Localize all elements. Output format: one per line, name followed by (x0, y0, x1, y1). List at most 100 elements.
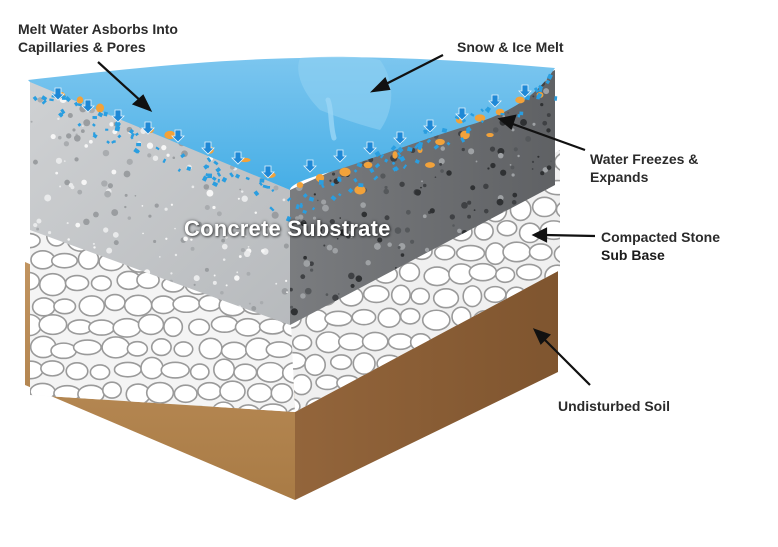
stone (150, 295, 176, 315)
aggregate-speck (360, 202, 366, 208)
aggregate-speck (303, 255, 307, 260)
aggregate-speck (400, 253, 405, 257)
water-drop (353, 169, 358, 173)
aggregate-speck (434, 176, 437, 179)
aggregate-speck (66, 133, 72, 139)
aggregate-speck (483, 208, 489, 214)
water-drop (441, 127, 448, 134)
aggregate-speck (123, 170, 131, 178)
water-drop (426, 138, 432, 144)
water-drop (484, 108, 490, 114)
freeze-spot (474, 114, 486, 122)
water-drop (461, 118, 467, 123)
aggregate-speck (36, 218, 42, 224)
aggregate-speck (510, 165, 515, 170)
aggregate-speck (509, 164, 512, 166)
water-drop (407, 146, 413, 152)
water-drop (41, 99, 47, 105)
arrow-head-undisturbed-soil (532, 328, 552, 345)
aggregate-speck (67, 238, 70, 241)
aggregate-speck (487, 167, 490, 170)
aggregate-speck (323, 244, 326, 247)
aggregate-speck (543, 88, 550, 95)
stone (31, 297, 56, 317)
aggregate-speck (152, 155, 159, 161)
aggregate-speck (517, 154, 520, 158)
water-drop (212, 181, 219, 188)
aggregate-speck (193, 275, 200, 282)
stone (233, 363, 258, 382)
freeze-spot (339, 167, 351, 177)
water-drop (271, 188, 275, 193)
stone (399, 307, 421, 325)
undisturbed-soil-label: Undisturbed Soil (558, 398, 670, 414)
stone (78, 295, 106, 317)
water-drop (336, 176, 342, 181)
aggregate-speck (81, 125, 84, 127)
aggregate-speck (30, 120, 33, 123)
aggregate-speck (405, 209, 411, 215)
aggregate-speck (212, 205, 216, 210)
aggregate-speck (290, 305, 294, 309)
water-drop (533, 87, 540, 93)
aggregate-speck (267, 224, 275, 231)
stone (432, 287, 460, 309)
aggregate-speck (204, 204, 210, 211)
aggregate-speck (483, 183, 489, 190)
water-drop (399, 155, 406, 162)
stone (101, 336, 131, 359)
water-drop (402, 164, 408, 170)
stone (38, 313, 68, 336)
stone (234, 317, 262, 337)
absorption-arrow (201, 141, 215, 155)
aggregate-speck (170, 203, 174, 206)
water-drop (417, 144, 423, 151)
aggregate-speck (191, 185, 195, 189)
aggregate-speck (380, 173, 386, 179)
stone (304, 353, 327, 377)
aggregate-speck (496, 198, 504, 206)
aggregate-speck (348, 231, 352, 235)
stone (398, 262, 421, 283)
aggregate-speck (305, 226, 308, 228)
aggregate-speck (383, 188, 389, 195)
aggregate-speck (345, 233, 351, 239)
aggregate-speck (489, 146, 496, 152)
compacted-stone-label-line1: Compacted Stone (601, 229, 721, 245)
water-drop (373, 175, 379, 181)
stone (555, 200, 560, 220)
aggregate-speck (222, 258, 226, 261)
freeze-spot (392, 151, 398, 159)
aggregate-speck (92, 242, 95, 245)
aggregate-speck (282, 198, 286, 202)
aggregate-speck (321, 199, 327, 205)
aggregate-speck (337, 293, 340, 295)
water-drop (308, 196, 315, 202)
water-drop (337, 192, 342, 197)
aggregate-speck (313, 193, 316, 196)
stone (50, 342, 78, 360)
absorption-arrow (231, 151, 245, 165)
aggregate-speck (497, 152, 504, 159)
stone (468, 262, 498, 282)
stone (137, 313, 165, 336)
stone (140, 356, 164, 380)
aggregate-speck (329, 218, 335, 225)
stone (173, 384, 198, 404)
water-drop (259, 178, 265, 183)
aggregate-speck (57, 117, 60, 121)
water-drop (60, 108, 66, 115)
water-drop (480, 119, 484, 124)
aggregate-speck (159, 256, 161, 258)
stone (30, 271, 41, 291)
water-drop (162, 158, 167, 164)
aggregate-speck (102, 149, 110, 157)
water-drop (155, 146, 160, 151)
water-drop (546, 73, 553, 80)
water-drop (397, 151, 402, 157)
stone (197, 381, 222, 401)
absorption-arrows (51, 84, 532, 179)
stone (189, 363, 210, 381)
water-drop (384, 158, 389, 163)
water-drop (356, 162, 363, 168)
